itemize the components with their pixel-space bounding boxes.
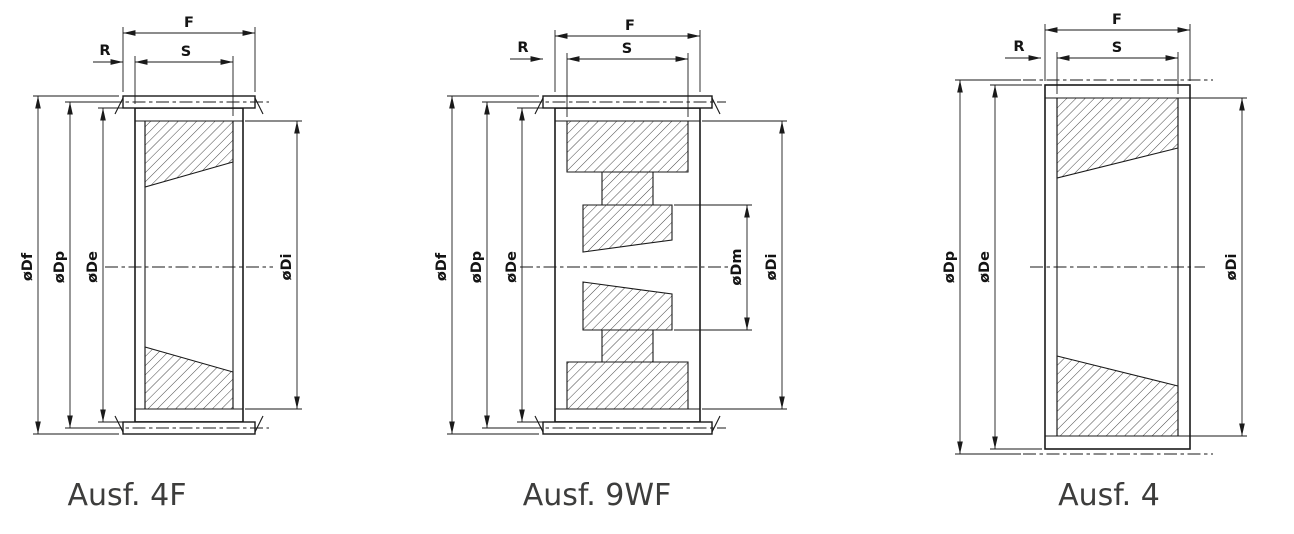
dim-label-s: S: [622, 41, 632, 57]
dim-label-di: øDi: [1224, 254, 1240, 281]
dimensions: F S R øDf: [434, 18, 787, 435]
dimension-R: R: [510, 40, 543, 62]
drawing-caption-9wf: Ausf. 9WF: [522, 478, 672, 513]
dimension-Di: øDi: [1180, 97, 1247, 437]
dim-label-s: S: [1112, 40, 1122, 56]
dimension-Df: øDf: [434, 95, 539, 435]
flange-top: [529, 95, 726, 115]
dim-label-dp: øDp: [52, 251, 68, 283]
dim-label-di: øDi: [764, 254, 780, 281]
dimension-Dm: øDm: [674, 204, 752, 331]
dimension-Dp: øDp: [469, 101, 529, 429]
dim-label-de: øDe: [85, 251, 101, 283]
dimension-De: øDe: [977, 84, 1042, 450]
dimension-Dp: øDp: [52, 101, 109, 429]
dimension-F: F: [1044, 12, 1191, 81]
dim-label-r: R: [99, 43, 110, 59]
pulley-cross-section-9wf: F S R øDf: [434, 18, 787, 435]
drawing-ausf-4: F S R øDp: [935, 0, 1265, 513]
drawing-caption-4: Ausf. 4: [1058, 478, 1160, 513]
dim-label-s: S: [181, 44, 191, 60]
dim-label-f: F: [184, 15, 194, 31]
dimension-R: R: [93, 43, 123, 65]
dimension-Df: øDf: [20, 95, 119, 435]
dimension-F: F: [122, 15, 256, 92]
pulley-cross-section-4: F S R øDp: [942, 12, 1247, 455]
dimension-R: R: [1005, 39, 1041, 61]
dim-label-r: R: [517, 40, 528, 56]
drawing-ausf-4f: F S R øDf: [5, 0, 345, 513]
dimension-S: S: [1056, 40, 1179, 94]
dimension-F: F: [554, 18, 701, 92]
flange-top: [109, 95, 269, 115]
dimension-Dp: øDp: [942, 79, 1021, 455]
dimensions: F S R øDp: [942, 12, 1247, 455]
dimension-De: øDe: [85, 107, 132, 423]
dim-label-df: øDf: [20, 252, 36, 281]
drawing-caption-4f: Ausf. 4F: [67, 478, 187, 513]
dim-label-di: øDi: [279, 254, 295, 281]
dim-label-dp: øDp: [942, 251, 958, 283]
dim-label-dm: øDm: [729, 248, 745, 285]
dim-label-df: øDf: [434, 252, 450, 281]
hatching: [144, 120, 234, 410]
pulley-cross-section-4f: F S R øDf: [20, 15, 302, 435]
flange-bottom: [529, 415, 726, 435]
dim-label-dp: øDp: [469, 251, 485, 283]
dim-label-de: øDe: [977, 251, 993, 283]
hatching: [566, 120, 689, 410]
hatching: [1056, 97, 1179, 437]
dimension-S: S: [566, 41, 689, 117]
flange-bottom: [109, 415, 269, 435]
dim-label-f: F: [1112, 12, 1122, 28]
dim-label-f: F: [625, 18, 635, 34]
dimension-Di: øDi: [245, 120, 302, 410]
dim-label-r: R: [1013, 39, 1024, 55]
dim-label-de: øDe: [504, 251, 520, 283]
dimension-De: øDe: [504, 107, 552, 423]
dimension-S: S: [134, 44, 234, 116]
drawing-ausf-9wf: F S R øDf: [425, 0, 805, 513]
dimensions: F S R øDf: [20, 15, 302, 435]
dimension-Di: øDi: [702, 120, 787, 410]
